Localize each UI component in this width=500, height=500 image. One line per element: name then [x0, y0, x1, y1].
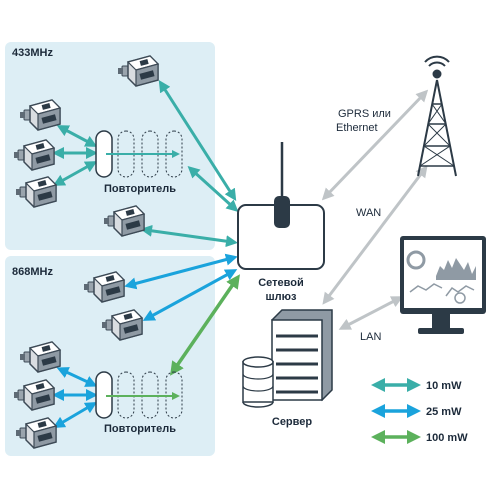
arrow-meter10-repeater2: [52, 401, 98, 429]
arrow-meter8-repeater2: [56, 367, 98, 387]
arrow-repeater2-gateway: [170, 274, 240, 376]
gprs-label-line1: GPRS или: [338, 108, 391, 120]
server-icon: [242, 309, 333, 408]
tower-icon: [417, 55, 457, 177]
arrow-meter4-repeater1: [52, 161, 98, 186]
repeater-label-2: Повторитель: [104, 423, 176, 435]
gprs-label-line2: Ethernet: [336, 122, 378, 134]
legend: 10 mW 25 mW 100 mW: [371, 378, 468, 444]
legend-label-10mw: 10 mW: [426, 380, 462, 392]
legend-label-25mw: 25 mW: [426, 406, 462, 418]
gateway-label-line1: Сетевой: [258, 277, 304, 289]
wan-label: WAN: [356, 207, 381, 219]
server-label: Сервер: [272, 416, 313, 428]
lan-label: LAN: [360, 331, 381, 343]
arrow-repeater1-gateway: [187, 165, 239, 213]
arrow-meter2-repeater1: [56, 125, 98, 147]
repeater-icon: [95, 371, 183, 419]
monitor-icon: [400, 236, 486, 334]
legend-label-100mw: 100 mW: [426, 432, 468, 444]
band-label-433: 433MHz: [12, 47, 53, 59]
gateway-label-line2: шлюз: [265, 291, 297, 303]
band-label-868: 868MHz: [12, 266, 53, 278]
repeater-label-1: Повторитель: [104, 183, 176, 195]
lan-link-arrow: [338, 296, 404, 330]
gateway-icon: [237, 142, 325, 270]
repeater-icon: [95, 130, 183, 178]
arrow-meter5-gateway: [140, 224, 238, 248]
wan-link-arrow: [322, 165, 428, 305]
